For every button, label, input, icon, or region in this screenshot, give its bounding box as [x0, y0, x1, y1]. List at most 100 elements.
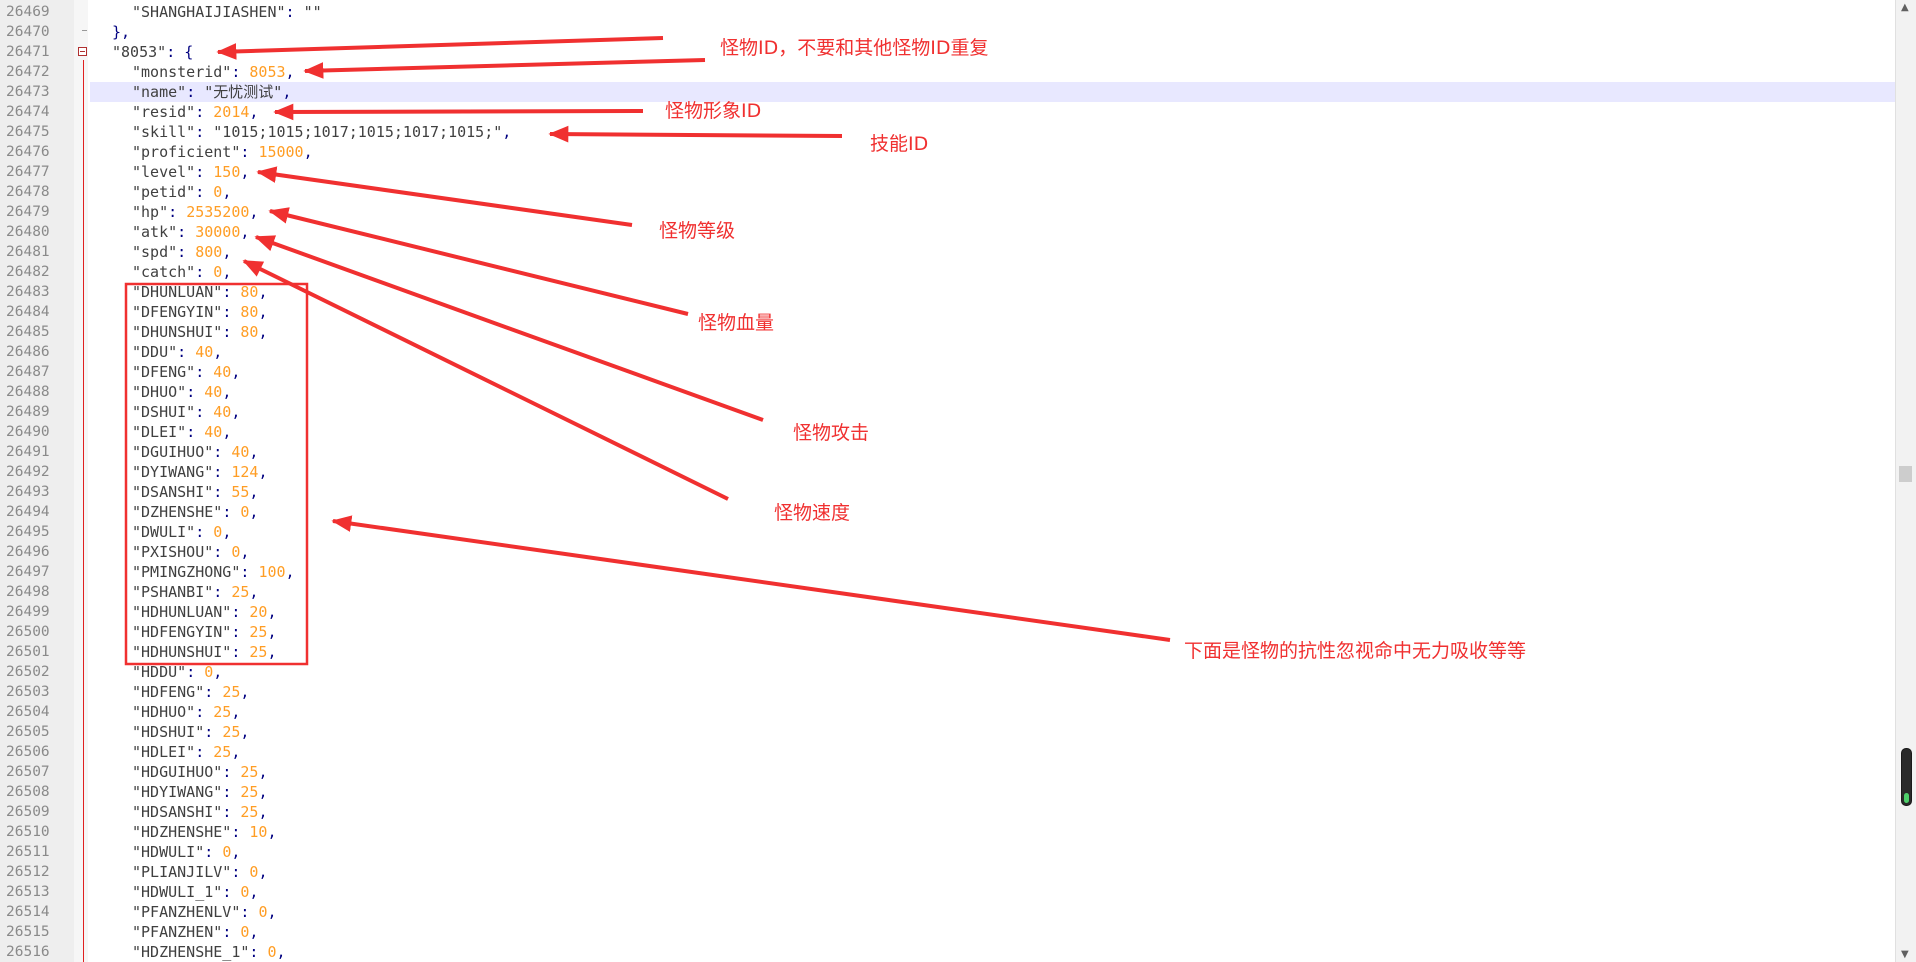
code-line[interactable]: 26475"skill": "1015;1015;1017;1015;1017;…: [0, 122, 1896, 142]
json-number: 25: [240, 763, 259, 781]
code-line[interactable]: 26502"HDDU": 0,: [0, 662, 1896, 682]
code-line[interactable]: 26499 "HDHUNLUAN": 20,: [0, 602, 1896, 622]
code-line[interactable]: 26474"resid": 2014,: [0, 102, 1896, 122]
code-line[interactable]: 26515"PFANZHEN": 0,: [0, 922, 1896, 942]
json-number: 25: [222, 723, 241, 741]
annotation-skill-id: 技能ID: [870, 133, 929, 155]
json-punctuation: :: [222, 503, 241, 521]
code-line[interactable]: 26469"SHANGHAIJIASHEN": "": [0, 2, 1896, 22]
code-line[interactable]: 26505"HDSHUI": 25,: [0, 722, 1896, 742]
code-line[interactable]: 26496"PXISHOU": 0,: [0, 542, 1896, 562]
json-number: 80: [240, 303, 259, 321]
json-string: "proficient": [132, 143, 241, 161]
json-string: "HDSANSHI": [132, 803, 223, 821]
json-punctuation: ,: [231, 363, 241, 381]
json-string: "HDZHENSHE": [132, 823, 232, 841]
code-line[interactable]: 26487"DFENG": 40,: [0, 362, 1896, 382]
line-number: 26490: [6, 424, 50, 440]
code-line[interactable]: 26488"DHUO": 40,: [0, 382, 1896, 402]
line-number: 26472: [6, 64, 50, 80]
code-line[interactable]: 26498"PSHANBI": 25,: [0, 582, 1896, 602]
json-string: "HDHUO": [132, 703, 196, 721]
scrollbar-thumb[interactable]: [1899, 466, 1912, 482]
json-string: "catch": [132, 263, 196, 281]
json-punctuation: :: [285, 3, 304, 21]
code-text: "HDSHUI": 25,: [90, 722, 1896, 742]
overview-thumb[interactable]: [1901, 748, 1912, 806]
json-punctuation: ,: [258, 863, 268, 881]
code-line[interactable]: 26500"HDFENGYIN": 25,: [0, 622, 1896, 642]
line-number: 26475: [6, 124, 50, 140]
code-line[interactable]: 26510"HDZHENSHE": 10,: [0, 822, 1896, 842]
code-line[interactable]: 26508"HDYIWANG": 25,: [0, 782, 1896, 802]
code-text: "DHUNLUAN": 80,: [90, 282, 1896, 302]
json-number: 0: [240, 883, 250, 901]
code-line[interactable]: 26509"HDSANSHI": 25,: [0, 802, 1896, 822]
scroll-down-arrow-icon[interactable]: ▼: [1901, 949, 1909, 960]
json-number: 2014: [213, 103, 250, 121]
code-line[interactable]: 26472"monsterid": 8053,: [0, 62, 1896, 82]
code-line[interactable]: 26482"catch": 0,: [0, 262, 1896, 282]
code-line[interactable]: 26485"DHUNSHUI": 80,: [0, 322, 1896, 342]
code-line[interactable]: 26476"proficient": 15000,: [0, 142, 1896, 162]
code-line[interactable]: 26490"DLEI": 40,: [0, 422, 1896, 442]
code-line[interactable]: 26477"level": 150,: [0, 162, 1896, 182]
code-text: "HDHUNLUAN": 20,: [90, 602, 1896, 622]
json-punctuation: :: [231, 823, 250, 841]
json-number: 25: [240, 803, 259, 821]
fold-minus-icon[interactable]: [78, 47, 87, 56]
json-punctuation: :: [186, 423, 205, 441]
code-line[interactable]: 26471"8053": {: [0, 42, 1896, 62]
json-punctuation: :: [231, 623, 250, 641]
line-number: 26486: [6, 344, 50, 360]
code-line[interactable]: 26506"HDLEI": 25,: [0, 742, 1896, 762]
code-line[interactable]: 26501"HDHUNSHUI": 25,: [0, 642, 1896, 662]
json-punctuation: :: [204, 843, 223, 861]
code-line[interactable]: 26495"DWULI": 0,: [0, 522, 1896, 542]
code-line[interactable]: 26481"spd": 800,: [0, 242, 1896, 262]
code-text: "HDHUO": 25,: [90, 702, 1896, 722]
code-line[interactable]: 26491"DGUIHUO": 40,: [0, 442, 1896, 462]
line-number: 26499: [6, 604, 50, 620]
code-line[interactable]: 26489"DSHUI": 40,: [0, 402, 1896, 422]
line-number: 26470: [6, 24, 50, 40]
code-line[interactable]: 26494"DZHENSHE": 0,: [0, 502, 1896, 522]
code-text: "PMINGZHONG": 100,: [90, 562, 1896, 582]
code-line[interactable]: 26473"name": "无忧测试",: [0, 82, 1896, 102]
code-line[interactable]: 26484"DFENGYIN": 80,: [0, 302, 1896, 322]
code-text: "SHANGHAIJIASHEN": "": [90, 2, 1896, 22]
line-number: 26481: [6, 244, 50, 260]
json-punctuation: :: [231, 63, 250, 81]
code-line[interactable]: 26479"hp": 2535200,: [0, 202, 1896, 222]
code-line[interactable]: 26511"HDWULI": 0,: [0, 842, 1896, 862]
code-line[interactable]: 26493"DSANSHI": 55,: [0, 482, 1896, 502]
line-number: 26496: [6, 544, 50, 560]
json-punctuation: ,: [240, 223, 250, 241]
scroll-up-arrow-icon[interactable]: ▲: [1901, 2, 1909, 13]
code-line[interactable]: 26497"PMINGZHONG": 100,: [0, 562, 1896, 582]
code-line[interactable]: 26492"DYIWANG": 124,: [0, 462, 1896, 482]
code-line[interactable]: 26507"HDGUIHUO": 25,: [0, 762, 1896, 782]
code-line[interactable]: 26512"PLIANJILV": 0,: [0, 862, 1896, 882]
annotation-monster-level: 怪物等级: [659, 220, 736, 242]
code-line[interactable]: 26478"petid": 0,: [0, 182, 1896, 202]
code-line[interactable]: 26516"HDZHENSHE_1": 0,: [0, 942, 1896, 962]
json-punctuation: :: [240, 563, 259, 581]
json-punctuation: :: [177, 243, 196, 261]
json-number: 80: [240, 283, 259, 301]
json-punctuation: :: [222, 283, 241, 301]
code-line[interactable]: 26504"HDHUO": 25,: [0, 702, 1896, 722]
code-line[interactable]: 26486"DDU": 40,: [0, 342, 1896, 362]
vertical-scrollbar[interactable]: ▲ ▼: [1895, 0, 1916, 962]
line-number: 26483: [6, 284, 50, 300]
code-line[interactable]: 26503"HDFENG": 25,: [0, 682, 1896, 702]
code-line[interactable]: 26483 "DHUNLUAN": 80,: [0, 282, 1896, 302]
json-punctuation: ,: [249, 883, 259, 901]
json-number: 0: [240, 923, 250, 941]
code-line[interactable]: 26514"PFANZHENLV": 0,: [0, 902, 1896, 922]
code-line[interactable]: 26470},: [0, 22, 1896, 42]
code-line[interactable]: 26480"atk": 30000,: [0, 222, 1896, 242]
code-line[interactable]: 26513"HDWULI_1": 0,: [0, 882, 1896, 902]
json-punctuation: :: [195, 263, 214, 281]
